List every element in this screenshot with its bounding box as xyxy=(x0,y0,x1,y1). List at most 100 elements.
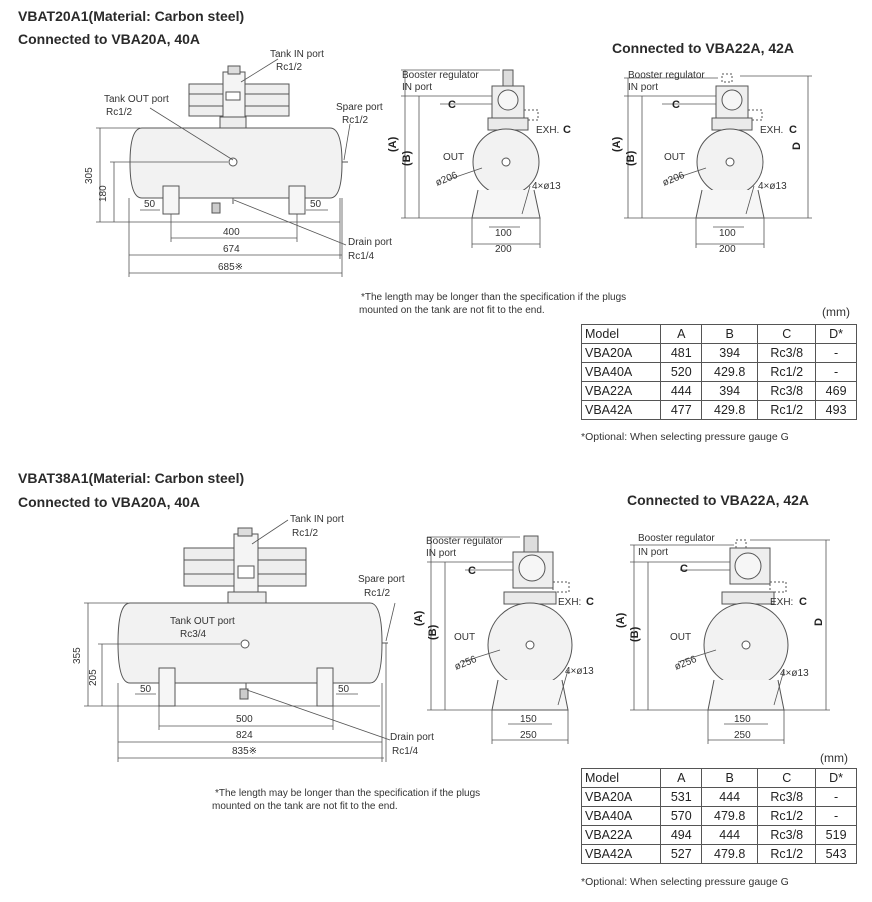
booster-front-view-1a xyxy=(471,69,541,219)
booster-front-view-2a xyxy=(487,535,573,711)
s1a-dim-200: 200 xyxy=(495,244,512,255)
s1a-holes-label: 4×ø13 xyxy=(532,181,561,192)
table-cell: 481 xyxy=(660,343,703,363)
s2a-c-label: C xyxy=(468,565,476,577)
section2-footnote: *Optional: When selecting pressure gauge… xyxy=(581,876,789,888)
table-cell: Rc3/8 xyxy=(757,343,817,363)
section2-note-line1: *The length may be longer than the speci… xyxy=(215,788,481,799)
s2a-holes-label: 4×ø13 xyxy=(565,666,594,677)
s1b-a-label: (A) xyxy=(611,136,623,152)
table-header-cell: Model xyxy=(580,768,662,788)
s1a-dim-100: 100 xyxy=(495,228,512,239)
table-cell: 394 xyxy=(701,343,759,363)
s2-drain-port-label: Drain port xyxy=(390,732,434,743)
s1-drain-size: Rc1/4 xyxy=(348,251,375,262)
table-row: VBA40A 570 479.8 Rc1/2 - xyxy=(580,806,857,826)
table-cell: - xyxy=(815,806,857,826)
s2a-exh-c-label: C xyxy=(586,596,594,608)
s1b-b-label: (B) xyxy=(625,150,637,166)
table-cell: Rc3/8 xyxy=(757,787,817,807)
section2-title: VBAT38A1(Material: Carbon steel) xyxy=(18,470,245,486)
table-cell: Rc1/2 xyxy=(757,400,817,420)
table-cell: Rc1/2 xyxy=(757,362,817,382)
table-cell: 444 xyxy=(701,787,759,807)
s1-dim-685: 685※ xyxy=(218,262,243,273)
s1-tank-out-port-label: Tank OUT port xyxy=(104,94,169,105)
s1b-dim-200: 200 xyxy=(719,244,736,255)
s1a-b-label: (B) xyxy=(401,150,413,166)
s1a-booster-label-2: IN port xyxy=(402,82,432,93)
section2-subtitle-left: Connected to VBA20A, 40A xyxy=(18,494,201,510)
table-cell: VBA42A xyxy=(580,844,662,864)
section1-title: VBAT20A1(Material: Carbon steel) xyxy=(18,8,245,24)
table-cell: Rc3/8 xyxy=(757,381,817,401)
table-cell: 477 xyxy=(660,400,703,420)
s1b-dia-label: ø206 xyxy=(661,170,687,189)
table-cell: 469 xyxy=(815,381,857,401)
table-cell: 429.8 xyxy=(701,362,759,382)
table-header-row: Model A B C D* xyxy=(580,324,857,344)
s1b-dim-100: 100 xyxy=(719,228,736,239)
s1b-c-label: C xyxy=(672,99,680,111)
s1-dim-400: 400 xyxy=(223,227,240,238)
s2-dim-500: 500 xyxy=(236,714,253,725)
s2-drain-size: Rc1/4 xyxy=(392,746,419,757)
s2b-holes-label: 4×ø13 xyxy=(780,668,809,679)
table-cell: 394 xyxy=(701,381,759,401)
table-cell: 429.8 xyxy=(701,400,759,420)
table-cell: Rc1/2 xyxy=(757,844,817,864)
s1-spare-size: Rc1/2 xyxy=(342,115,369,126)
tank-dimensions-1 xyxy=(96,58,351,277)
tank-side-view-2 xyxy=(117,527,388,707)
tank-dimensions-2 xyxy=(84,519,396,762)
table-cell: 479.8 xyxy=(701,806,759,826)
s1a-exh-label: EXH. xyxy=(536,125,559,136)
table-cell: 493 xyxy=(815,400,857,420)
s2a-exh-label: EXH: xyxy=(558,597,581,608)
table-cell: 531 xyxy=(660,787,703,807)
table-cell: 543 xyxy=(815,844,857,864)
s2-dim-foot-left: 50 xyxy=(140,684,152,695)
s2-spare-size: Rc1/2 xyxy=(364,588,391,599)
s1-tank-out-size: Rc1/2 xyxy=(106,107,133,118)
s1b-exh-label: EXH. xyxy=(760,125,783,136)
table-cell: VBA22A xyxy=(580,381,662,401)
s2-tank-out-size: Rc3/4 xyxy=(180,629,207,640)
s1a-out-label: OUT xyxy=(443,152,464,163)
table-row: VBA42A 527 479.8 Rc1/2 543 xyxy=(580,844,857,864)
tank-side-view-1 xyxy=(129,65,348,215)
booster-front-dims-1a xyxy=(401,69,541,248)
table-cell: Rc3/8 xyxy=(757,825,817,845)
s2-tank-in-port-label: Tank IN port xyxy=(290,514,344,525)
table-cell: 520 xyxy=(660,362,703,382)
table-header-cell: C xyxy=(757,768,817,788)
section2-unit: (mm) xyxy=(820,751,848,765)
s2b-booster-label-2: IN port xyxy=(638,547,668,558)
s2-dim-center: 205 xyxy=(88,669,99,686)
table-row: VBA42A 477 429.8 Rc1/2 493 xyxy=(580,400,857,420)
table-cell: 479.8 xyxy=(701,844,759,864)
table-row: VBA20A 481 394 Rc3/8 - xyxy=(580,343,857,363)
s1a-a-label: (A) xyxy=(387,136,399,152)
s1-dim-height: 305 xyxy=(84,167,95,184)
table-cell: 444 xyxy=(660,381,703,401)
table-cell: VBA40A xyxy=(580,362,662,382)
section1-note-line1: *The length may be longer than the speci… xyxy=(361,292,627,303)
s1-dim-center: 180 xyxy=(98,185,109,202)
s1b-out-label: OUT xyxy=(664,152,685,163)
table-row: VBA20A 531 444 Rc3/8 - xyxy=(580,787,857,807)
s2a-booster-label-2: IN port xyxy=(426,548,456,559)
s1-tank-in-port-label: Tank IN port xyxy=(270,49,324,60)
table-cell: - xyxy=(815,343,857,363)
s1-drain-port-label: Drain port xyxy=(348,237,392,248)
s2b-d-label: D xyxy=(813,618,825,626)
s2b-exh-c-label: C xyxy=(799,596,807,608)
s1a-dia-label: ø206 xyxy=(434,170,460,189)
section2-spec-table: Model A B C D* VBA20A 531 444 Rc3/8 - VB… xyxy=(580,768,857,864)
section1-footnote: *Optional: When selecting pressure gauge… xyxy=(581,431,789,443)
s2a-dim-250: 250 xyxy=(520,730,537,741)
s2-dim-835: 835※ xyxy=(232,746,257,757)
table-cell: 494 xyxy=(660,825,703,845)
s2b-out-label: OUT xyxy=(670,632,691,643)
